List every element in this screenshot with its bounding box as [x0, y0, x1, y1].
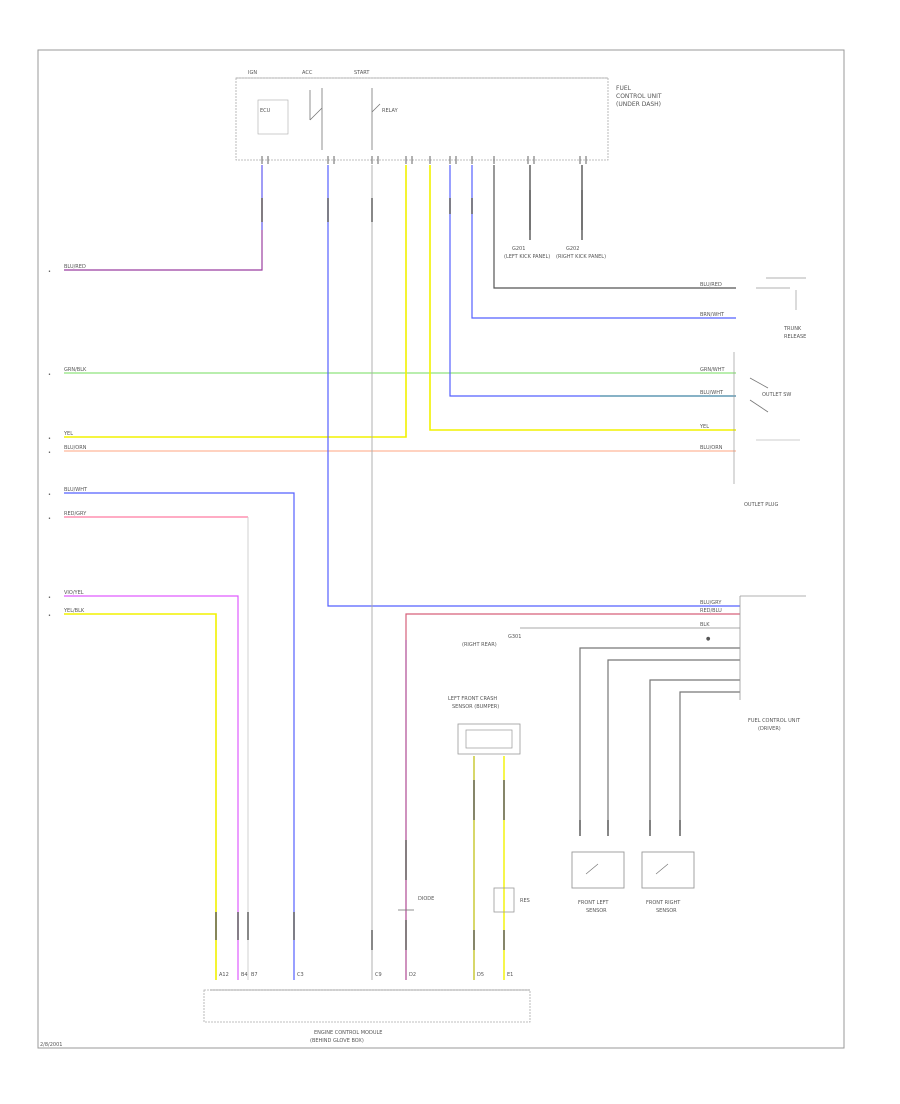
left-wire-dot-w4: • — [48, 450, 51, 456]
left-wire-dot-w8: • — [48, 613, 51, 619]
wire-purple-top — [64, 165, 263, 271]
left-wire-dot-w1: • — [48, 269, 51, 275]
bottom-pin-2: B4 — [241, 972, 248, 978]
bottom-module: ENGINE CONTROL MODULE (BEHIND GLOVE BOX) — [203, 989, 531, 1044]
wires — [64, 165, 740, 980]
left-wire-label-w3: YEL — [63, 431, 73, 437]
sensor-2-label-2: SENSOR — [656, 908, 677, 914]
top-module-name-3: (UNDER DASH) — [616, 101, 661, 108]
ground-top-2-desc: (RIGHT KICK PANEL) — [556, 254, 606, 260]
wire-blue-left — [64, 492, 295, 980]
sensor-1: FRONT LEFT SENSOR — [571, 851, 625, 914]
crash-sensor: LEFT FRONT CRASH SENSOR (BUMPER) — [448, 696, 521, 755]
ground-top-2-label: G202 — [566, 246, 579, 252]
wire-blue-2 — [471, 165, 736, 319]
top-module-name-1: FUEL — [616, 85, 632, 92]
wire-blue-long — [327, 165, 740, 607]
top-module-name-2: CONTROL UNIT — [616, 93, 662, 100]
left-wire-dot-w3: • — [48, 436, 51, 442]
sensor-1-label-1: FRONT LEFT — [578, 900, 609, 906]
top-grounds: G201 (LEFT KICK PANEL) G202 (RIGHT KICK … — [504, 246, 606, 260]
bottom-module-name-1: ENGINE CONTROL MODULE — [314, 1030, 382, 1036]
top-pin-label-3: START — [354, 70, 370, 76]
top-module: IGN ACC START ECU RELAY FUEL CONTROL UNI… — [235, 70, 662, 164]
right-wire-label-r6: BLU/ORN — [700, 445, 723, 451]
diagram-border — [37, 49, 845, 1049]
ground-mid-desc: (RIGHT REAR) — [462, 642, 497, 648]
bottom-pin-8: E1 — [507, 972, 513, 978]
left-wire-dot-w7: • — [48, 595, 51, 601]
left-wire-label-w7: VIO/YEL — [64, 590, 84, 596]
left-wire-label-w6: RED/GRY — [64, 511, 87, 517]
middle-ground: G301 (RIGHT REAR) — [462, 634, 521, 648]
wire-yellow-3 — [64, 613, 217, 980]
right-wire-labels: GRN/WHT BLU/WHT BRN/WHT BLU/RED YEL BLU/ORN BL… — [699, 282, 725, 628]
bottom-module-name-2: (BEHIND GLOVE BOX) — [310, 1038, 364, 1044]
outlet-switch: OUTLET SW OUTLET PLUG — [733, 352, 800, 508]
diode: DIODE — [398, 896, 434, 911]
top-pin-label-2: ACC — [302, 70, 313, 76]
right-wire-label-r7: BLU/GRY — [700, 600, 722, 606]
top-label-relay: RELAY — [382, 108, 399, 114]
bottom-pin-1: A12 — [219, 972, 229, 978]
left-wire-label-w1: BLU/RED — [64, 264, 86, 270]
top-pin-label-1: IGN — [248, 70, 257, 76]
wire-red-purple — [405, 613, 740, 980]
sensor-box-label-2: SENSOR (BUMPER) — [452, 704, 499, 710]
pin-mark: ● — [706, 636, 711, 642]
ground-mid-label: G301 — [508, 634, 521, 640]
right-wire-label-r4: BLU/RED — [700, 282, 722, 288]
resistor: RES — [493, 887, 530, 913]
right-wire-label-r8: RED/BLU — [700, 608, 722, 614]
right-module-name-1: FUEL CONTROL UNIT — [748, 718, 801, 724]
sensor-2: FRONT RIGHT SENSOR — [641, 851, 695, 914]
left-wire-label-w2: GRN/BLK — [64, 367, 87, 373]
left-wire-dot-w5: • — [48, 492, 51, 498]
outlet-plug-label: OUTLET PLUG — [744, 502, 778, 508]
release-switch: TRUNK RELEASE — [756, 277, 806, 340]
wire-dark — [493, 165, 736, 289]
sensor-box-label-1: LEFT FRONT CRASH — [448, 696, 497, 702]
left-wire-labels: BLU/RED • GRN/BLK • YEL • BLU/ORN • BLU/WHT • RED/… — [48, 264, 88, 619]
wire-blue-1 — [449, 165, 736, 397]
right-wire-label-r5: YEL — [699, 424, 709, 430]
connector-marks — [215, 190, 681, 950]
release-switch-2: RELEASE — [784, 334, 806, 340]
wire-yellow-2 — [429, 165, 736, 431]
sensor-1-label-2: SENSOR — [586, 908, 607, 914]
left-wire-label-w4: BLU/ORN — [64, 445, 87, 451]
left-wire-label-w5: BLU/WHT — [64, 487, 88, 493]
resistor-label: RES — [520, 898, 530, 904]
right-wire-label-r2: BLU/WHT — [700, 390, 724, 396]
bottom-pin-6: D2 — [409, 972, 416, 978]
right-module-name-2: (DRIVER) — [758, 726, 781, 732]
left-wire-label-w8: YEL/BLK — [63, 608, 85, 614]
left-wire-dot-w2: • — [48, 372, 51, 378]
bottom-pin-3: B7 — [251, 972, 258, 978]
wire-yellow-1 — [64, 165, 407, 438]
right-wire-label-r3: BRN/WHT — [700, 312, 725, 318]
wire-magenta — [64, 595, 239, 980]
bottom-pin-7: D5 — [477, 972, 484, 978]
left-wire-dot-w6: • — [48, 516, 51, 522]
bottom-pin-5: C9 — [375, 972, 382, 978]
ground-top-1-desc: (LEFT KICK PANEL) — [504, 254, 550, 260]
bottom-pin-4: C3 — [297, 972, 304, 978]
outlet-switch-label: OUTLET SW — [762, 392, 791, 398]
right-wire-label-r9: BLK — [700, 622, 710, 628]
diode-label: DIODE — [418, 896, 434, 902]
page-label: 2/8/2001 — [40, 1042, 62, 1048]
right-module: FUEL CONTROL UNIT (DRIVER) ● — [706, 595, 806, 732]
release-switch-1: TRUNK — [783, 326, 802, 332]
right-wire-label-r1: GRN/WHT — [700, 367, 725, 373]
sensor-2-label-1: FRONT RIGHT — [646, 900, 681, 906]
ground-top-1-label: G201 — [512, 246, 525, 252]
top-label-ecu: ECU — [260, 108, 271, 114]
